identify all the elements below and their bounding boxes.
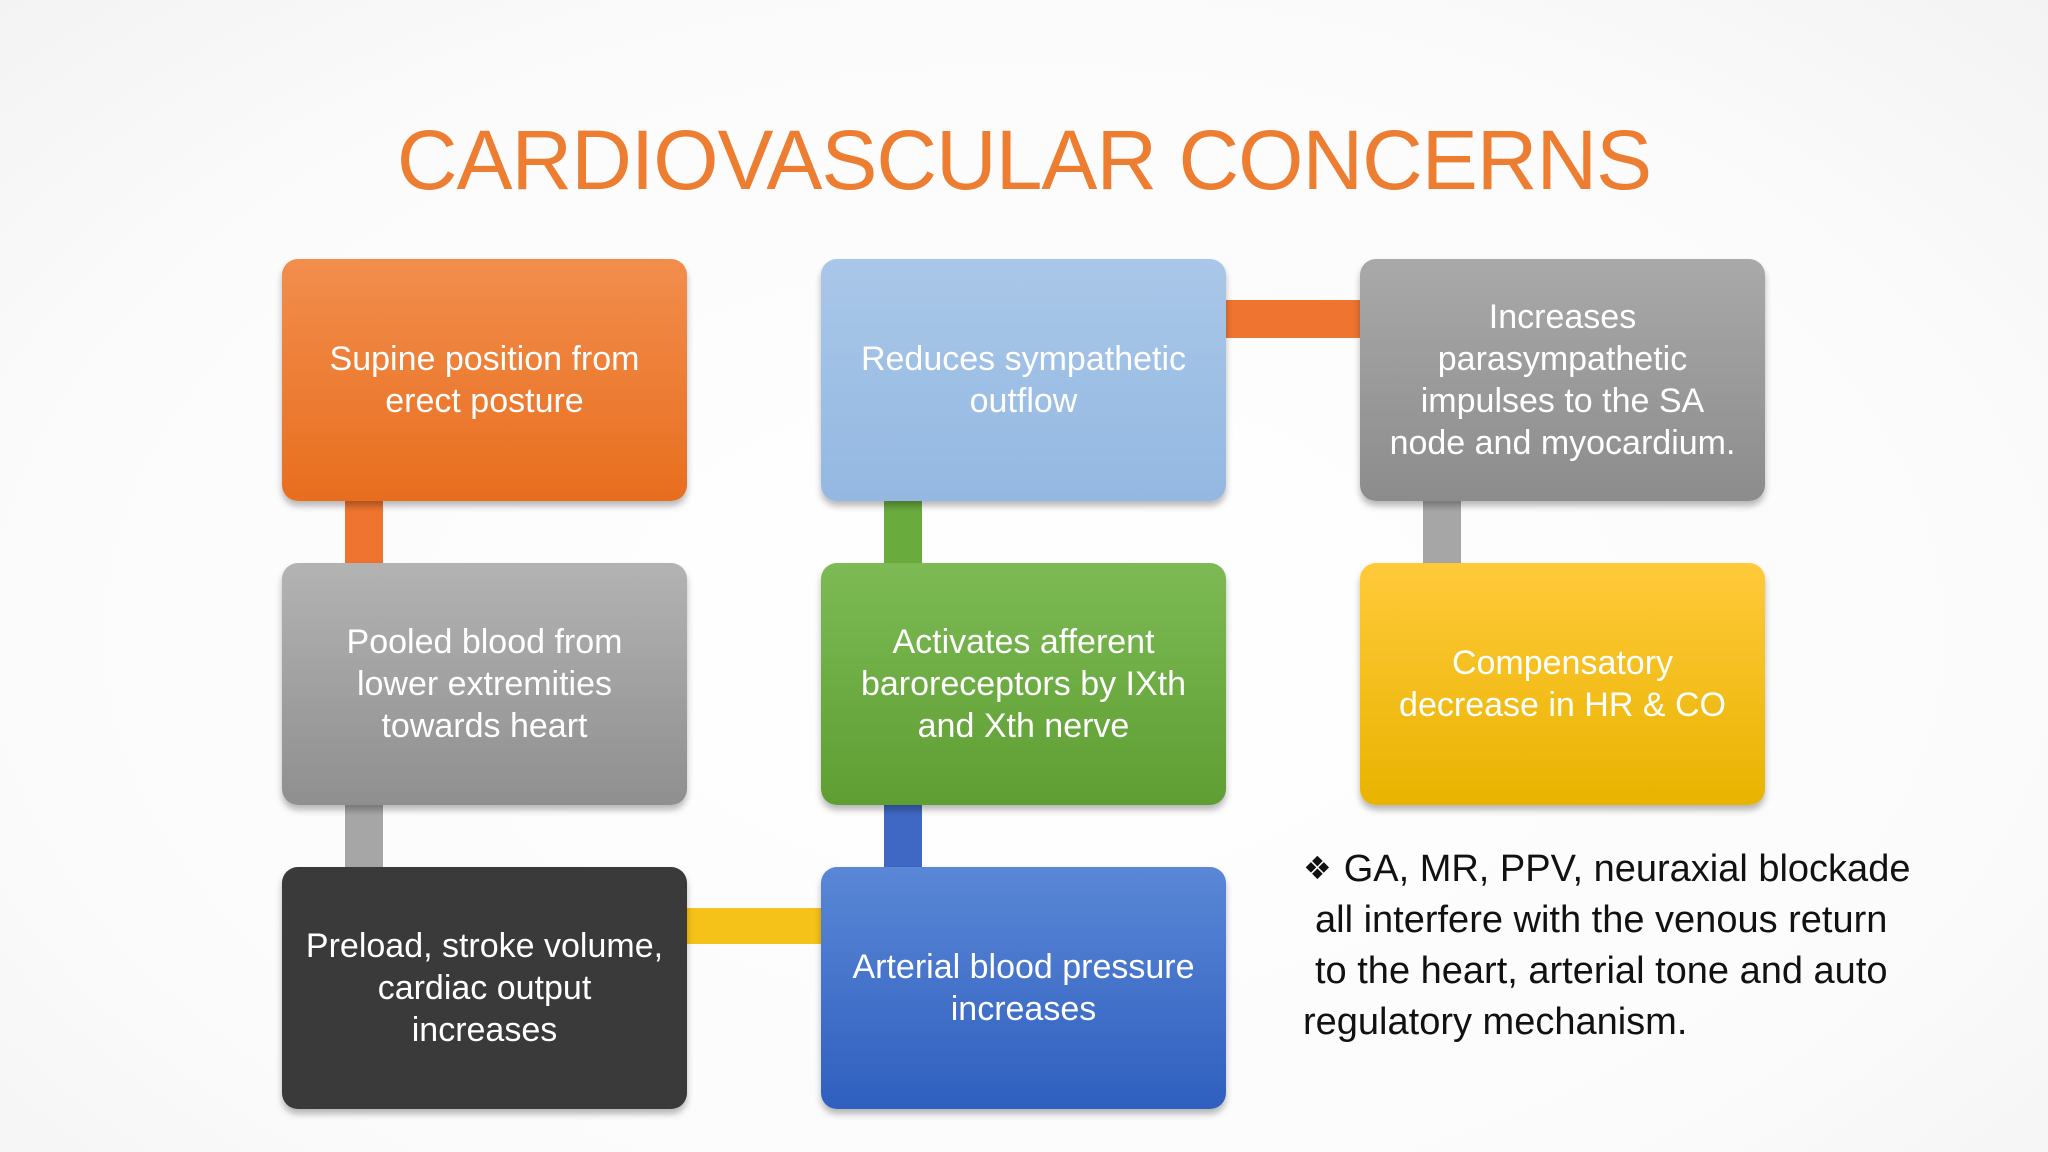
diamond-bullet-icon: ❖	[1303, 849, 1332, 887]
note-line-3: to the heart, arterial tone and auto	[1315, 950, 1888, 992]
note-line-1: ❖GA, MR, PPV, neuraxial blockade	[1303, 848, 1911, 890]
note-line-4: regulatory mechanism.	[1303, 1001, 1688, 1043]
box-reduces-sympathetic-text: Reduces sympathetic outflow	[860, 340, 1187, 420]
box-reduces-sympathetic: Reduces sympathetic outflow	[821, 259, 1226, 501]
connector-pooled-to-preload	[345, 802, 383, 870]
connector-supine-to-pooled	[345, 498, 383, 566]
box-increases-parasympathetic: Increases parasympathetic impulses to th…	[1360, 259, 1765, 501]
box-preload-increases-text: Preload, stroke volume, cardiac output i…	[305, 927, 664, 1049]
box-pooled-blood: Pooled blood from lower extremities towa…	[282, 563, 687, 805]
box-activates-baroreceptors-text: Activates afferent baroreceptors by IXth…	[860, 623, 1187, 745]
connector-activates-to-reduces	[884, 498, 922, 566]
box-supine-position-text: Supine position from erect posture	[329, 340, 640, 420]
note-line-2: all interfere with the venous return	[1315, 899, 1888, 941]
box-arterial-pressure-text: Arterial blood pressure increases	[852, 948, 1195, 1028]
connector-increases-to-compensatory	[1423, 498, 1461, 566]
box-activates-baroreceptors: Activates afferent baroreceptors by IXth…	[821, 563, 1226, 805]
note-text: ❖GA, MR, PPV, neuraxial blockade all int…	[1303, 843, 1963, 1048]
slide-title: CARDIOVASCULAR CONCERNS	[396, 113, 1652, 207]
box-compensatory-decrease: Compensatory decrease in HR & CO	[1360, 563, 1765, 805]
box-increases-parasympathetic-text: Increases parasympathetic impulses to th…	[1389, 298, 1736, 462]
box-compensatory-decrease-text: Compensatory decrease in HR & CO	[1399, 644, 1726, 724]
connector-arterial-to-activates	[884, 802, 922, 870]
box-pooled-blood-text: Pooled blood from lower extremities towa…	[346, 623, 623, 745]
box-supine-position: Supine position from erect posture	[282, 259, 687, 501]
box-arterial-pressure: Arterial blood pressure increases	[821, 867, 1226, 1109]
connector-reduces-to-increases	[1222, 300, 1362, 338]
box-preload-increases: Preload, stroke volume, cardiac output i…	[282, 867, 687, 1109]
connector-preload-to-arterial	[683, 908, 823, 944]
